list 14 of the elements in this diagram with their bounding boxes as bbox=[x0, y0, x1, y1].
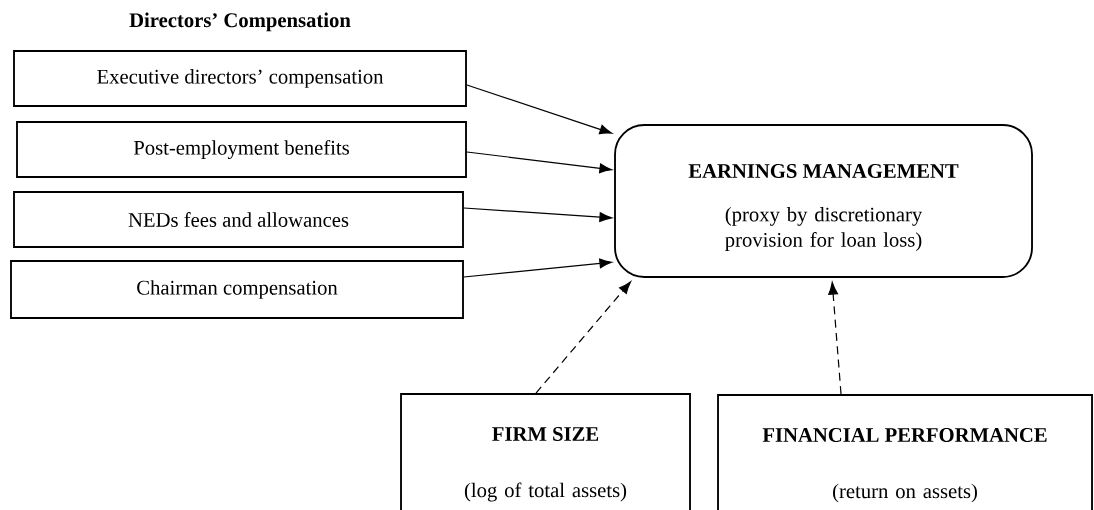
heading: Directors’ Compensation bbox=[129, 12, 351, 32]
arrow bbox=[535, 281, 632, 394]
box: Post-employment benefits bbox=[16, 121, 467, 178]
arrow bbox=[466, 151, 613, 174]
box: Executive directors’ compensation bbox=[13, 50, 467, 107]
arrow bbox=[463, 207, 613, 222]
box: FIRM SIZE (log of total assets) bbox=[400, 393, 691, 510]
arrow bbox=[828, 281, 842, 395]
rounded-box: EARNINGS MANAGEMENT (proxy by discretionary provision for loan loss) bbox=[614, 124, 1033, 278]
arrow bbox=[466, 84, 613, 135]
box: Chairman compensation bbox=[10, 260, 464, 319]
box: NEDs fees and allowances bbox=[13, 191, 464, 248]
box: FINANCIAL PERFORMANCE (return on assets) bbox=[717, 394, 1093, 510]
arrow bbox=[463, 258, 613, 278]
